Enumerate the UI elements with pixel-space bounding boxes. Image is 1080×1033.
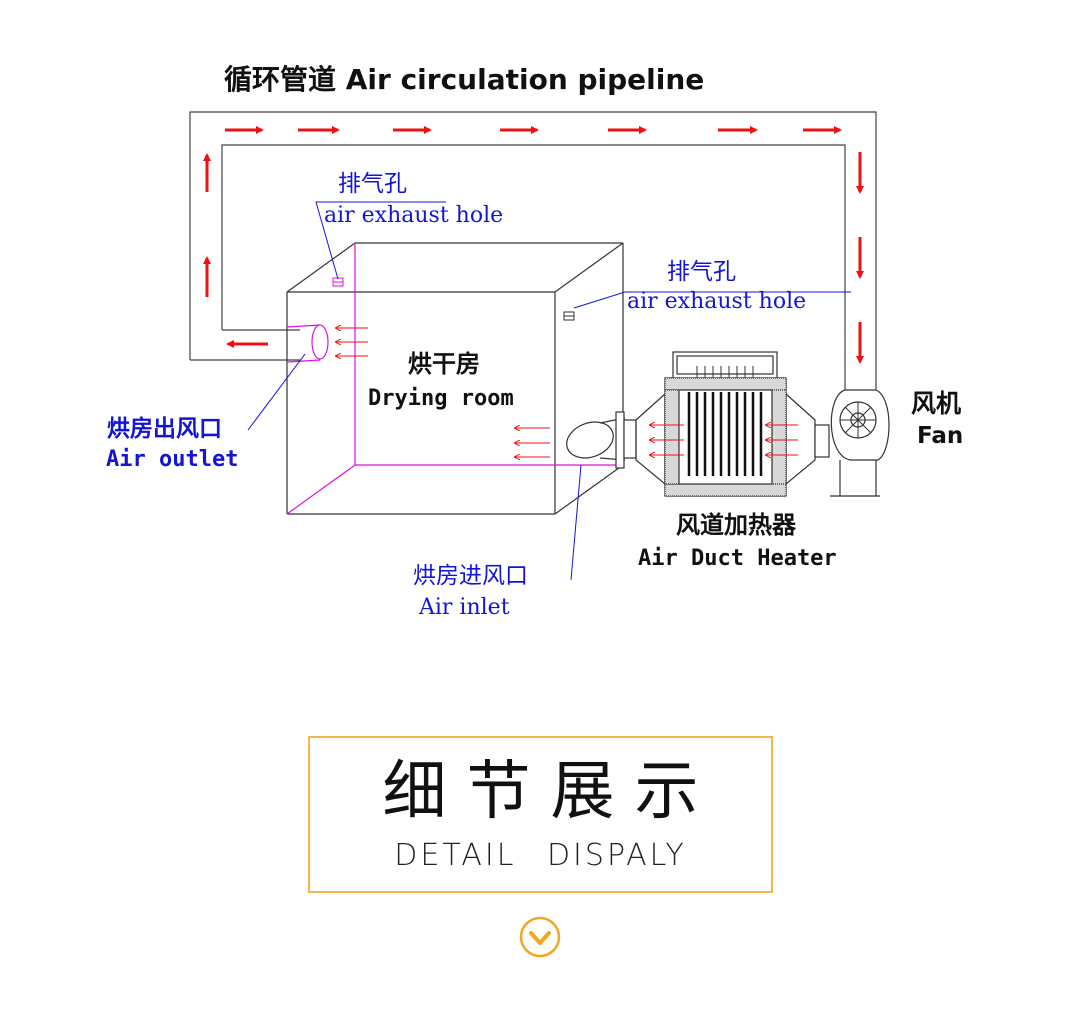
air-duct-heater [635,351,816,497]
air-outlet-cn: 烘房出风口 [107,416,222,442]
detail-display-banner: 细节展示 DETAIL DISPALY [308,736,773,893]
drying-room-en: Drying room [368,386,514,411]
exhaust-hole-left-cn: 排气孔 [338,171,407,197]
air-duct-heater-cn: 风道加热器 [676,511,796,539]
drying-room-box [286,242,624,515]
detail-title-en: DETAIL DISPALY [394,838,687,873]
exhaust-hole-right-cn: 排气孔 [667,259,736,285]
drying-system-diagram [189,111,890,581]
detail-title-cn: 细节展示 [382,755,719,829]
air-inlet-en: Air inlet [419,595,510,620]
fan-cn: 风机 [911,389,962,418]
leader-lines [247,201,851,581]
air-inlet-cn: 烘房进风口 [413,563,528,589]
air-duct-heater-en: Air Duct Heater [638,546,837,571]
exhaust-hole-marker-right [563,311,575,321]
air-outlet-pipe [286,324,329,363]
pipeline-arrows [203,126,864,364]
exhaust-hole-right-en: air exhaust hole [627,289,807,314]
exhaust-hole-marker-left [332,277,344,287]
circulation-pipeline [189,111,877,397]
drying-room-cn: 烘干房 [408,350,480,378]
air-outlet-en: Air outlet [106,447,239,472]
fan-en: Fan [917,423,964,449]
pipeline-label: 循环管道 Air circulation pipeline [224,63,705,96]
room-outflow-arrows [336,328,550,457]
fan-unit [814,389,890,497]
air-inlet-pipe [566,411,637,469]
heater-airflow-arrows [650,425,798,455]
chevron-down-circle-icon[interactable] [518,915,562,959]
exhaust-hole-left-en: air exhaust hole [324,203,504,228]
